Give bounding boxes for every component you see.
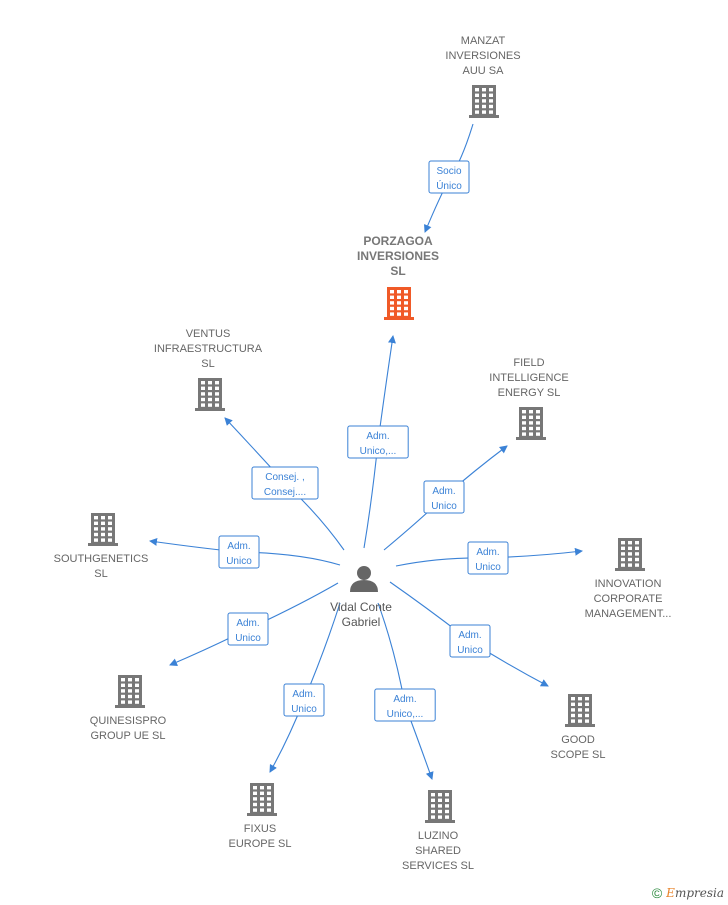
building-icon xyxy=(195,378,225,411)
building-icon xyxy=(565,694,595,727)
edge-label-center-porzagoa[interactable]: Adm. Unico,... xyxy=(347,425,409,459)
edge-label-box xyxy=(283,683,325,717)
company-name-line: LUZINO xyxy=(418,830,459,842)
edge-label-box xyxy=(251,466,319,500)
company-node-ventus[interactable]: VENTUS INFRAESTRUCTURA SL xyxy=(154,328,263,411)
brand-logo: Empresia xyxy=(666,886,724,900)
edge-label-text: Socio xyxy=(436,166,461,177)
company-name-line: SHARED xyxy=(415,845,461,857)
edge-label-text: Unico,... xyxy=(360,446,397,457)
company-name-line: SOUTHGENETICS xyxy=(54,553,149,565)
edge-label-center-innovation[interactable]: Adm. Unico xyxy=(467,541,509,575)
edge-label-text: Unico xyxy=(235,633,261,644)
company-name-line: SERVICES SL xyxy=(402,860,474,872)
edge-label-text: Unico xyxy=(226,556,252,567)
edge-label-text: Unico,... xyxy=(387,709,424,720)
edge-label-box xyxy=(449,624,491,658)
company-name-line: INFRAESTRUCTURA xyxy=(154,343,263,355)
edge-label-text: Consej. , xyxy=(265,472,304,483)
person-icon xyxy=(350,566,378,592)
building-icon xyxy=(516,407,546,440)
company-name-line: SL xyxy=(94,568,107,580)
building-icon xyxy=(425,790,455,823)
edge-label-center-good[interactable]: Adm. Unico xyxy=(449,624,491,658)
person-name-line-1: Vidal Conte xyxy=(330,600,392,614)
edge-label-box xyxy=(347,425,409,459)
edge-label-text: Adm. xyxy=(292,689,315,700)
building-icon xyxy=(247,783,277,816)
person-name-line-2: Gabriel xyxy=(342,615,381,629)
company-name-line: AUU SA xyxy=(463,65,505,77)
edge-label-box xyxy=(467,541,509,575)
edge-label-box xyxy=(218,535,260,569)
edge-label-text: Adm. xyxy=(366,431,389,442)
copyright-icon: © xyxy=(651,885,663,901)
building-icon xyxy=(384,287,414,320)
company-node-innovation[interactable]: INNOVATION CORPORATE MANAGEMENT... xyxy=(585,538,672,620)
company-node-field[interactable]: FIELD INTELLIGENCE ENERGY SL xyxy=(489,357,569,440)
edge-label-text: Adm. xyxy=(393,694,416,705)
company-name-line: FIXUS xyxy=(244,823,276,835)
edge-label-center-ventus[interactable]: Consej. , Consej.... xyxy=(251,466,319,500)
company-name-line: SL xyxy=(390,264,405,278)
edge-label-text: Consej.... xyxy=(264,487,306,498)
company-node-luzino[interactable]: LUZINO SHARED SERVICES SL xyxy=(402,790,474,872)
edge-label-center-quinesispro[interactable]: Adm. Unico xyxy=(227,612,269,646)
person-node[interactable]: Vidal Conte Gabriel xyxy=(330,566,392,629)
edge-label-center-field[interactable]: Adm. Unico xyxy=(423,480,465,514)
edge-label-box xyxy=(227,612,269,646)
company-name-line: QUINESISPRO xyxy=(90,715,167,727)
edge-label-text: Adm. xyxy=(458,630,481,641)
company-name-line: MANZAT xyxy=(461,35,506,47)
company-name-line: PORZAGOA xyxy=(363,234,433,248)
edge-label-text: Adm. xyxy=(236,618,259,629)
edge-label-center-fixus[interactable]: Adm. Unico xyxy=(283,683,325,717)
edge-label-center-southgenetics[interactable]: Adm. Unico xyxy=(218,535,260,569)
edge-label-center-luzino[interactable]: Adm. Unico,... xyxy=(374,688,436,722)
company-name-line: FIELD xyxy=(513,357,544,369)
edge-label-text: Adm. xyxy=(432,486,455,497)
company-name-line: VENTUS xyxy=(186,328,231,340)
company-name-line: GROUP UE SL xyxy=(91,730,166,742)
edge-label-text: Adm. xyxy=(227,541,250,552)
edge-label-text: Unico xyxy=(291,704,317,715)
building-icon xyxy=(615,538,645,571)
edge-label-text: Unico xyxy=(431,501,457,512)
company-node-southgenetics[interactable]: SOUTHGENETICS SL xyxy=(54,513,149,580)
building-icon xyxy=(115,675,145,708)
company-node-fixus[interactable]: FIXUS EUROPE SL xyxy=(229,783,292,850)
edge-label-text: Único xyxy=(436,179,462,192)
company-name-line: INNOVATION xyxy=(595,578,662,590)
company-name-line: INTELLIGENCE xyxy=(489,372,568,384)
edge-label-text: Unico xyxy=(457,645,483,656)
company-name-line: GOOD xyxy=(561,734,595,746)
company-name-line: ENERGY SL xyxy=(498,387,561,399)
company-name-line: INVERSIONES xyxy=(445,50,520,62)
edge-label-box xyxy=(374,688,436,722)
building-icon xyxy=(88,513,118,546)
building-icon xyxy=(469,85,499,118)
edge-label-box xyxy=(428,160,470,194)
company-node-good[interactable]: GOOD SCOPE SL xyxy=(550,694,606,761)
company-name-line: EUROPE SL xyxy=(229,838,292,850)
company-name-line: INVERSIONES xyxy=(357,249,439,263)
footer-brand: © Empresia xyxy=(652,885,724,901)
edge-label-text: Adm. xyxy=(476,547,499,558)
company-node-quinesispro[interactable]: QUINESISPRO GROUP UE SL xyxy=(90,675,167,742)
company-name-line: CORPORATE xyxy=(594,593,663,605)
company-name-line: SL xyxy=(201,358,214,370)
company-name-line: SCOPE SL xyxy=(550,749,605,761)
edge-label-text: Unico xyxy=(475,562,501,573)
company-name-line: MANAGEMENT... xyxy=(585,608,672,620)
company-node-manzat[interactable]: MANZAT INVERSIONES AUU SA xyxy=(445,35,521,118)
edge-label-box xyxy=(423,480,465,514)
